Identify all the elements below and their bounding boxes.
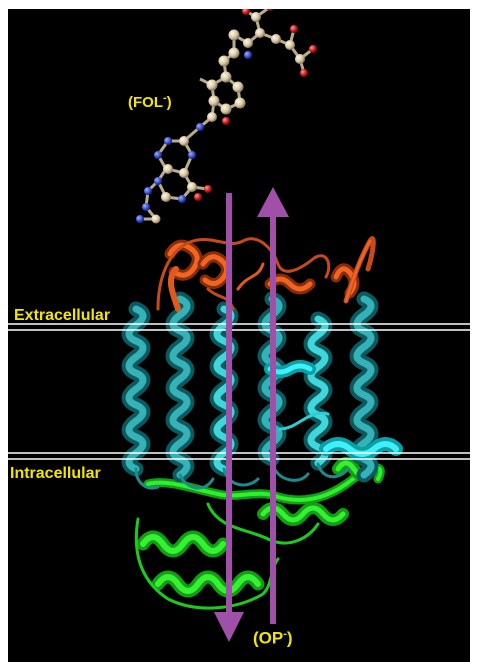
ligand-label: (FOL-) [128,92,172,111]
product-name: OP [258,628,284,648]
folate-molecule [136,9,317,224]
membrane-boundaries [8,323,470,460]
transport-arrows [214,187,289,642]
intracellular-label: Intracellular [10,465,101,482]
ligand-name: FOL [133,94,163,111]
helix-7 [319,437,403,461]
oxygen-atoms [194,9,317,201]
ligand-charge: - [163,92,167,104]
nitrogen-atoms [136,51,252,223]
helix-2 [165,291,195,483]
intracellular-domain [134,457,385,610]
helix-1 [121,301,151,477]
protein-diagram: (FOL-) (OP-) Extracellular Intracellular [8,9,470,662]
product-charge: - [283,628,287,640]
diagram-canvas [8,9,470,642]
carbon-atoms [151,12,305,224]
inward-arrow [214,193,244,642]
extracellular-label: Extracellular [14,307,111,324]
product-label: (OP-) [253,628,293,648]
outward-arrow [257,187,289,624]
helix-5 [303,311,333,471]
